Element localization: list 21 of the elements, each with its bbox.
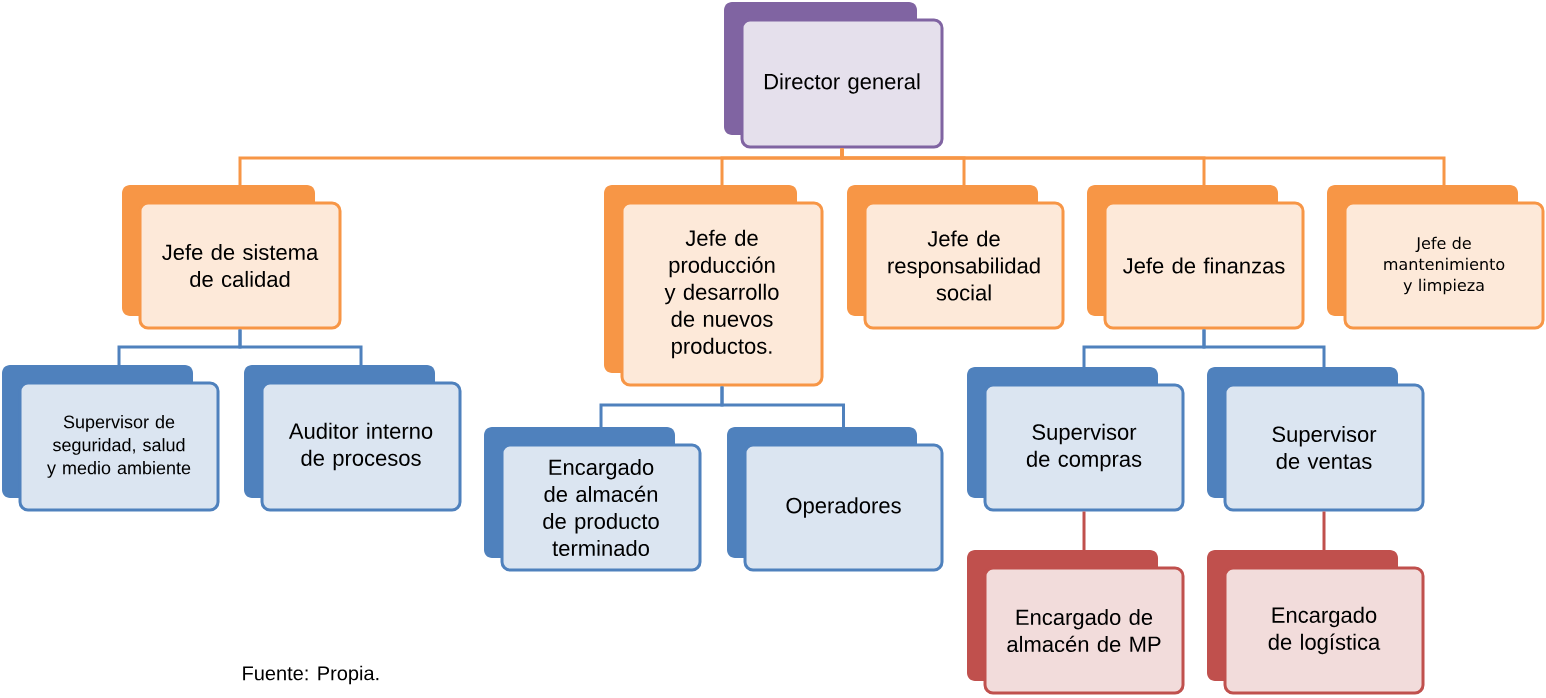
org-box: Supervisor de seguridad, salud y medio ambiente — [2, 365, 220, 512]
org-box: Jefe de responsabilidad social — [847, 185, 1065, 330]
connector-line — [238, 329, 363, 365]
connector-line — [720, 386, 845, 427]
org-box: Jefe de mantenimiento y limpieza — [1327, 185, 1545, 330]
org-box: Director general — [724, 2, 944, 149]
org-box: Supervisor de ventas — [1207, 367, 1425, 512]
connector-line — [1202, 329, 1326, 367]
org-box: Jefe de sistema de calidad — [122, 185, 342, 330]
org-box: Encargado de logística — [1207, 550, 1425, 695]
connector-line — [840, 148, 1446, 185]
org-box: Jefe de producción y desarrollo de nuevos productos. — [604, 185, 824, 387]
connector-line — [1322, 511, 1326, 550]
connector-line — [1082, 511, 1086, 550]
org-box: Operadores — [727, 427, 944, 572]
source-note: Fuente: Propia. — [243, 665, 379, 685]
org-box: Auditor interno de procesos — [244, 365, 462, 512]
org-box: Encargado de almacén de producto terminado — [484, 427, 702, 572]
org-box: Encargado de almacén de MP — [967, 550, 1185, 695]
org-box: Supervisor de compras — [967, 367, 1185, 512]
org-box: Jefe de finanzas — [1087, 185, 1305, 330]
